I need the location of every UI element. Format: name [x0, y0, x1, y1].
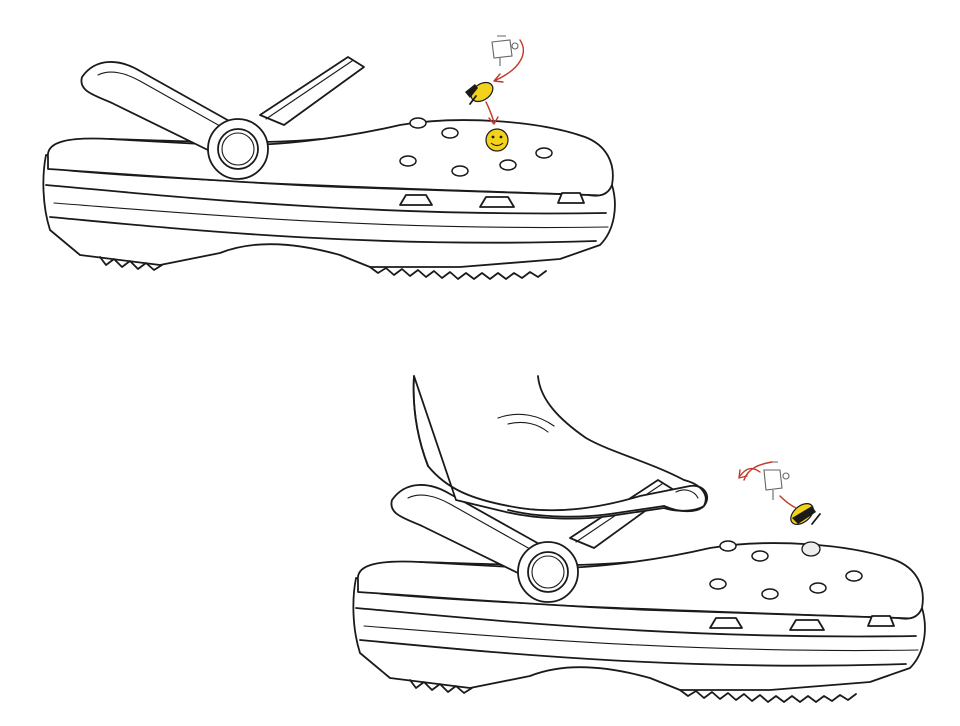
panel-2	[352, 375, 926, 703]
clog-1	[42, 56, 616, 280]
smiley-face-charm-icon	[485, 128, 509, 152]
panel-1	[42, 35, 616, 280]
clog-2	[352, 479, 926, 703]
charm-backing-icon	[763, 461, 790, 500]
direction-arrow-icon	[738, 461, 797, 509]
hand-icon	[412, 375, 709, 520]
direction-arrow-icon	[485, 39, 524, 125]
charm-exploded-view	[465, 81, 494, 105]
ladybug-charm-icon	[790, 503, 821, 525]
charm-backing-icon	[491, 35, 519, 66]
charm-stem-icon	[801, 541, 821, 557]
